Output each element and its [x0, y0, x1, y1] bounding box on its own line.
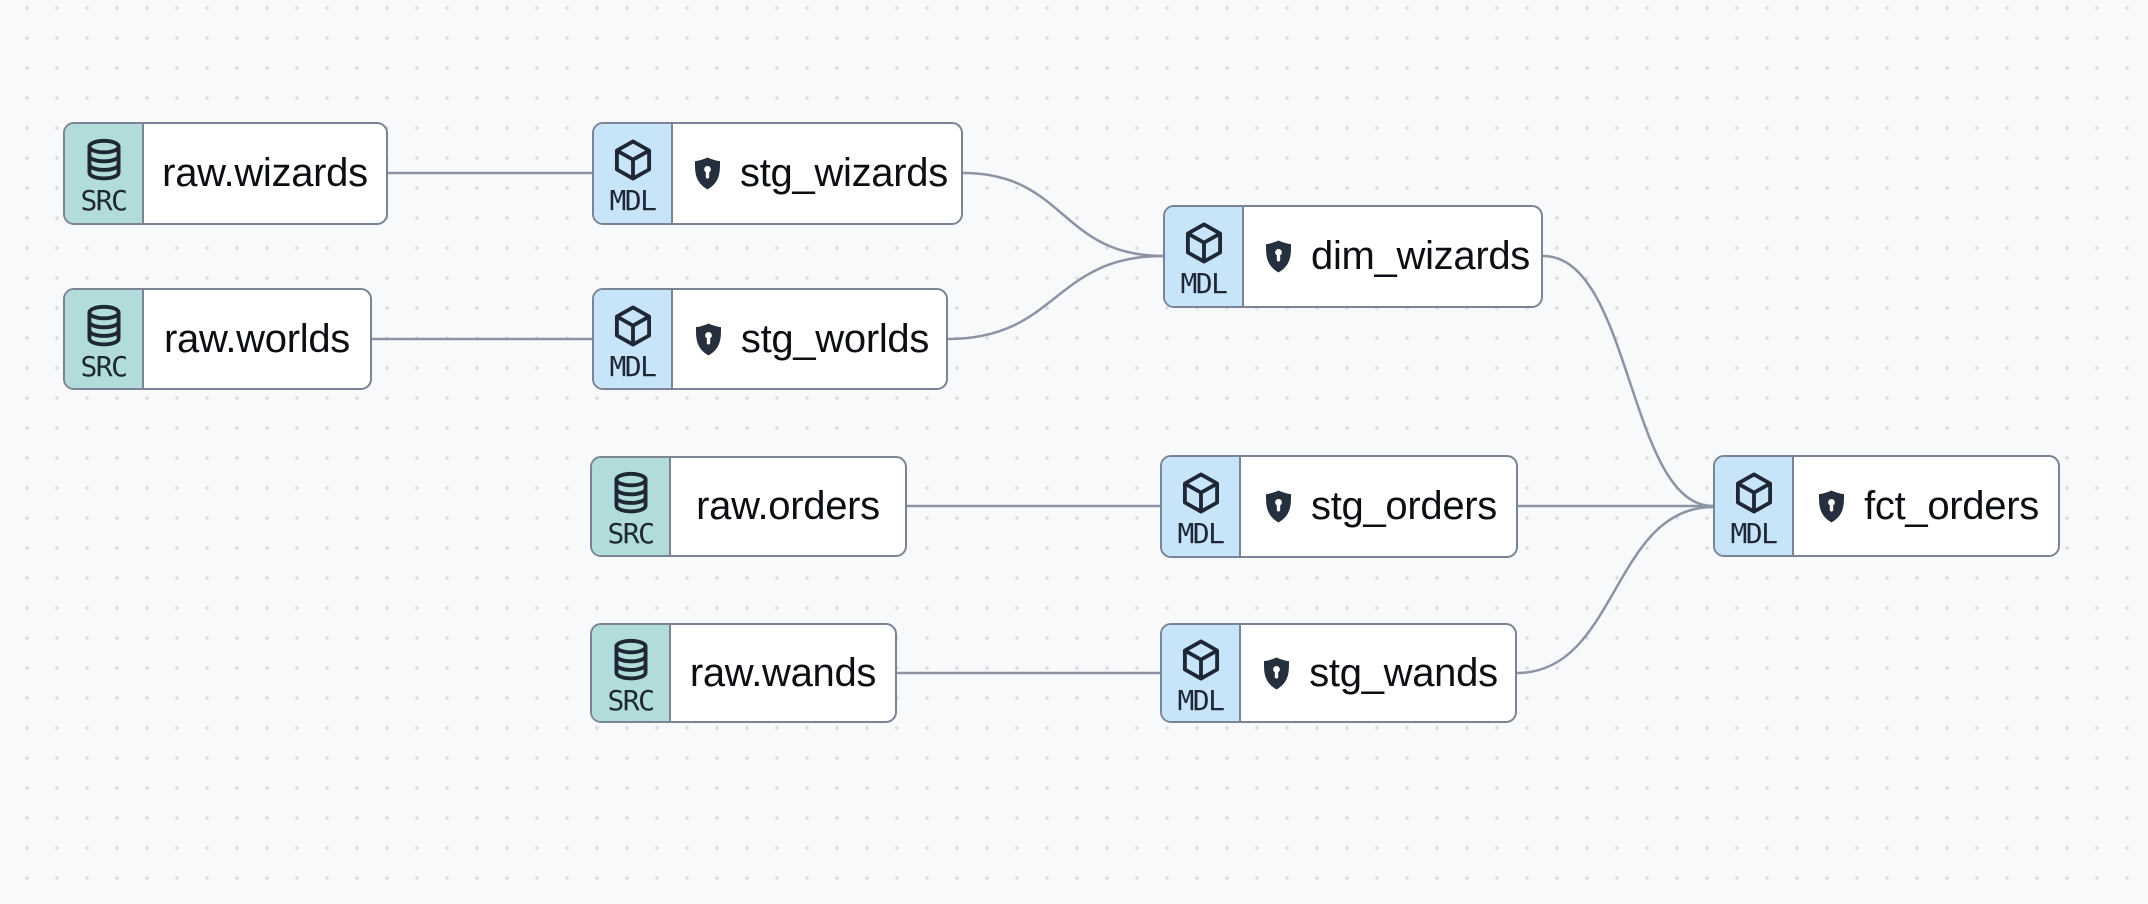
node-body: raw.wizards — [144, 124, 386, 223]
node-body: raw.wands — [671, 625, 895, 721]
node-raw-orders[interactable]: SRC raw.orders — [590, 456, 907, 557]
badge-label: SRC — [80, 349, 128, 383]
shield-icon — [1260, 486, 1297, 527]
node-dim-wizards[interactable]: MDL dim_wizards — [1163, 205, 1543, 308]
node-label: raw.wands — [689, 650, 877, 695]
cube-icon — [1181, 218, 1227, 268]
badge-label: SRC — [607, 517, 655, 550]
node-body: raw.worlds — [144, 290, 370, 388]
badge-label: MDL — [1730, 516, 1778, 550]
badge-label: MDL — [1180, 267, 1228, 300]
node-body: dim_wizards — [1244, 207, 1541, 306]
edge-dim_wizards-to-fct_orders — [1541, 254, 1715, 508]
database-icon — [608, 635, 654, 685]
badge-label: MDL — [609, 349, 657, 383]
badge-label: SRC — [80, 184, 128, 217]
node-body: raw.orders — [671, 458, 905, 555]
node-stg-wizards[interactable]: MDL stg_wizards — [592, 122, 963, 225]
edge-stg_wands-to-fct_orders — [1515, 505, 1715, 675]
node-body: stg_orders — [1241, 457, 1516, 556]
node-stg-wands[interactable]: MDL stg_wands — [1160, 623, 1517, 723]
shield-icon — [1258, 653, 1295, 694]
database-icon — [608, 468, 654, 518]
badge-label: MDL — [609, 184, 657, 217]
node-label: raw.wizards — [162, 151, 368, 195]
node-raw-worlds[interactable]: SRC raw.worlds — [63, 288, 372, 390]
cube-icon — [1178, 635, 1224, 685]
source-type-badge: SRC — [65, 290, 144, 388]
node-body: stg_worlds — [673, 290, 946, 388]
cube-icon — [1731, 468, 1777, 518]
source-type-badge: SRC — [65, 124, 144, 223]
model-type-badge: MDL — [594, 124, 673, 223]
node-body: stg_wands — [1241, 625, 1515, 721]
node-label: stg_worlds — [740, 316, 930, 361]
model-type-badge: MDL — [1162, 625, 1241, 721]
badge-label: MDL — [1177, 517, 1225, 550]
node-label: raw.worlds — [164, 316, 350, 361]
edge-stg_wizards-to-dim_wizards — [961, 171, 1165, 258]
node-label: stg_orders — [1311, 484, 1497, 528]
node-fct-orders[interactable]: MDL fct_orders — [1713, 455, 2060, 557]
edge-stg_worlds-to-dim_wizards — [946, 254, 1165, 341]
node-label: stg_wands — [1309, 650, 1498, 695]
cube-icon — [610, 301, 656, 351]
source-type-badge: SRC — [592, 458, 671, 555]
cube-icon — [610, 135, 656, 185]
model-type-badge: MDL — [1165, 207, 1244, 306]
node-label: dim_wizards — [1311, 234, 1530, 278]
source-type-badge: SRC — [592, 625, 671, 721]
shield-icon — [1260, 236, 1297, 277]
shield-icon — [1813, 486, 1850, 527]
model-type-badge: MDL — [594, 290, 673, 388]
node-body: stg_wizards — [673, 124, 961, 223]
badge-label: SRC — [607, 683, 655, 717]
node-label: raw.orders — [696, 484, 880, 528]
node-raw-wizards[interactable]: SRC raw.wizards — [63, 122, 388, 225]
model-type-badge: MDL — [1715, 457, 1794, 555]
shield-icon — [689, 153, 726, 194]
shield-icon — [690, 319, 727, 360]
badge-label: MDL — [1177, 683, 1225, 717]
model-type-badge: MDL — [1162, 457, 1241, 556]
database-icon — [81, 301, 127, 351]
node-raw-wands[interactable]: SRC raw.wands — [590, 623, 897, 723]
database-icon — [81, 135, 127, 185]
cube-icon — [1178, 468, 1224, 518]
node-body: fct_orders — [1794, 457, 2058, 555]
node-stg-worlds[interactable]: MDL stg_worlds — [592, 288, 948, 390]
node-label: fct_orders — [1864, 483, 2039, 528]
node-label: stg_wizards — [740, 151, 948, 195]
node-stg-orders[interactable]: MDL stg_orders — [1160, 455, 1518, 558]
